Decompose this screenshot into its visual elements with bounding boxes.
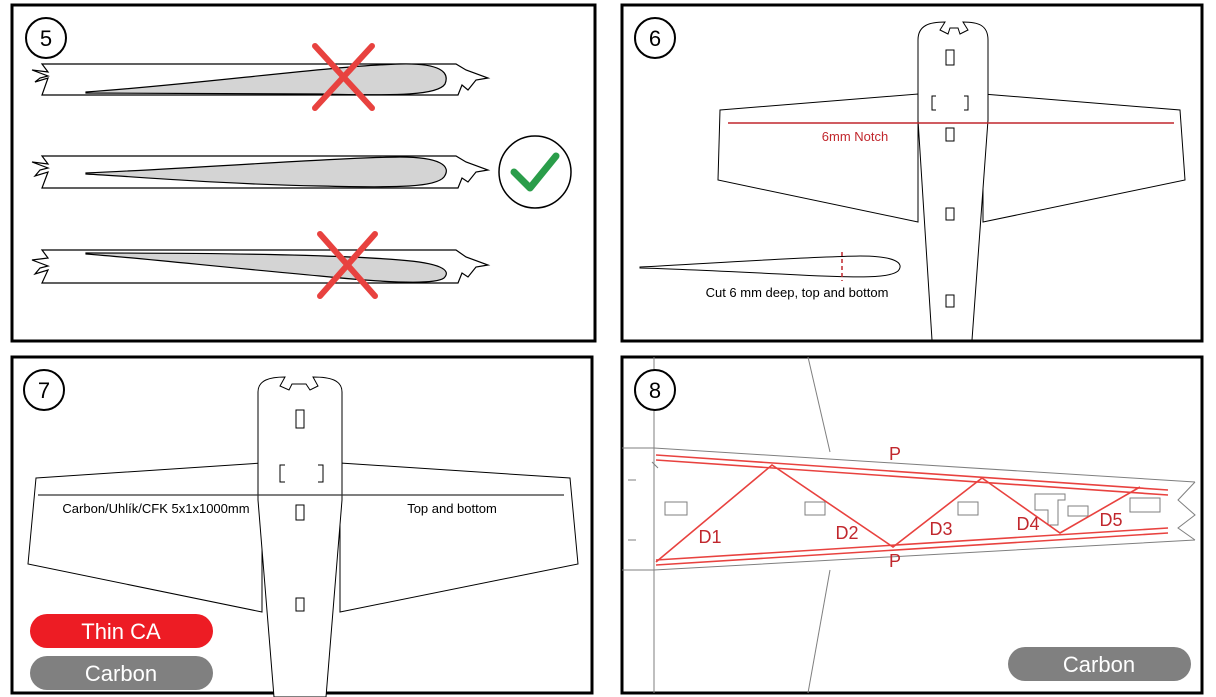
d2-label: D2 (835, 523, 858, 543)
airfoil-wrong-low (31, 249, 491, 284)
carbon-spar-label: Carbon/Uhlík/CFK 5x1x1000mm (62, 501, 249, 516)
fuselage (917, 21, 989, 341)
carbon-structure (655, 454, 1169, 566)
top-bottom-label: Top and bottom (407, 501, 497, 516)
step-number: 5 (40, 26, 52, 51)
panel-8-frame (620, 355, 1204, 695)
airfoil-shape (85, 156, 447, 188)
d5-label: D5 (1099, 510, 1122, 530)
step-number: 8 (649, 378, 661, 403)
step-number: 6 (649, 26, 661, 51)
legend-carbon-swatch (1008, 647, 1191, 681)
fuselage (257, 376, 343, 697)
d3-label: D3 (929, 519, 952, 539)
airfoil-correct (31, 155, 491, 189)
airfoil-wrong-high (31, 63, 491, 96)
p-top-label: P (889, 444, 901, 464)
cut-label: Cut 6 mm deep, top and bottom (706, 285, 889, 300)
panel-8: 8 P P D1 D2 D3 D4 D5 Carbon (620, 355, 1204, 695)
legend-carbon: Carbon (30, 656, 213, 690)
step-number-badge (634, 369, 676, 411)
step-number-badge (634, 17, 676, 59)
wing-cross-section (639, 255, 901, 278)
step-number: 7 (38, 378, 50, 403)
green-checkmark-icon (498, 135, 572, 209)
legend-thin-ca-label: Thin CA (81, 619, 161, 644)
left-wing (27, 462, 263, 613)
p-bottom-label: P (889, 551, 901, 571)
panel-6: 6 6mm Notch Cut 6 mm deep, top and botto… (620, 3, 1204, 343)
legend-carbon-label: Carbon (1063, 652, 1135, 677)
step-number-badge (25, 17, 67, 59)
d1-label: D1 (698, 527, 721, 547)
legend-thin-ca: Thin CA (30, 614, 213, 648)
legend-carbon: Carbon (1008, 647, 1191, 681)
panel-7: 7 Carbon/Uhlík/CFK 5x1x1000mm Top and bo… (10, 355, 594, 697)
red-x-icon (312, 43, 375, 111)
right-wing (339, 462, 579, 613)
fuselage-side-outline (622, 356, 1196, 694)
step-number-badge (23, 369, 65, 411)
notch-label: 6mm Notch (822, 129, 888, 144)
legend-thin-ca-swatch (30, 614, 213, 648)
panel-5: 5 (10, 3, 597, 343)
d4-label: D4 (1016, 514, 1039, 534)
legend-carbon-swatch (30, 656, 213, 690)
red-x-icon (317, 231, 378, 299)
legend-carbon-label: Carbon (85, 661, 157, 686)
left-wing (717, 93, 919, 223)
